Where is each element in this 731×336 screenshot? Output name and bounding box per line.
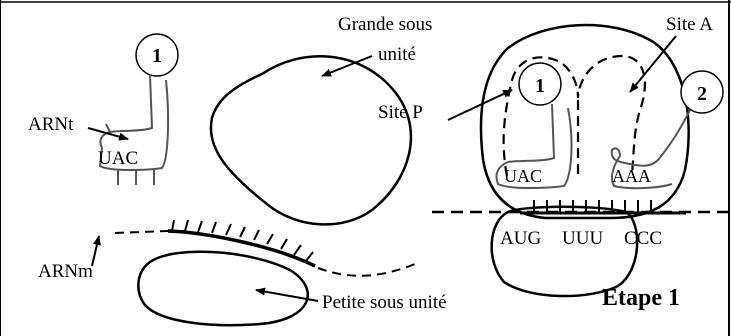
ribosome-small-subunit (492, 207, 637, 296)
mrna-dashed-left (115, 231, 168, 233)
site-p-arrow (448, 90, 512, 120)
arnm-arrow (92, 236, 99, 266)
trna-a-anticodon: AAA (612, 166, 651, 186)
site-p-label: Site P (378, 102, 423, 123)
codon-aug: AUG (500, 228, 541, 249)
mrna-dashed-right (318, 264, 415, 276)
small-subunit-label: Petite sous unité (322, 292, 447, 313)
large-subunit (211, 56, 411, 224)
large-subunit-label-line2: unité (378, 44, 416, 65)
trna-p-number: 1 (535, 75, 545, 97)
step-label: Etape 1 (602, 285, 680, 311)
trna-site-p: 1 UAC (496, 63, 571, 188)
trna-number: 1 (152, 45, 162, 67)
trna-a-number: 2 (697, 83, 707, 105)
arnt-label: ARNt (28, 114, 74, 135)
large-subunit-label-line1: Grande sous (338, 14, 432, 35)
mrna-strand (168, 231, 315, 266)
small-subunit (138, 252, 307, 325)
trna-anticodon: UAC (98, 148, 138, 169)
trna-p-anticodon: UAC (504, 166, 542, 186)
free-trna: 1 UAC (98, 34, 178, 185)
site-a-arrow (630, 36, 676, 92)
site-a-label: Site A (666, 14, 713, 35)
codon-uuu: UUU (562, 228, 603, 249)
ribosome-large-subunit (481, 25, 689, 218)
arnm-label: ARNm (38, 261, 93, 282)
trna-site-a: 2 AAA (612, 71, 723, 188)
codon-ccc: CCC (624, 228, 662, 249)
